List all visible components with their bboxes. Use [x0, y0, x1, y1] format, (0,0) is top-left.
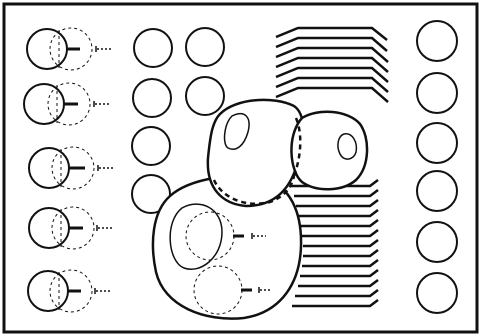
- stack-line: [300, 270, 378, 276]
- stack-line: [298, 280, 378, 286]
- column-circle: [417, 73, 457, 113]
- grid-circle: [132, 127, 170, 165]
- circle-unit-4: [29, 207, 113, 249]
- stack-line: [276, 88, 388, 102]
- column-circle: [417, 123, 457, 163]
- circle-unit-icon: [29, 208, 69, 248]
- stack-line: [300, 220, 378, 226]
- stack-line: [302, 260, 378, 266]
- circle-unit-5: [28, 270, 111, 312]
- column-circle: [417, 171, 457, 211]
- right-column-circles: [417, 21, 457, 313]
- grid-circle: [133, 79, 171, 117]
- bottom-line-stack: [290, 180, 378, 306]
- grid-circle: [186, 77, 224, 115]
- circle-unit-icon: [24, 84, 64, 124]
- stack-line: [295, 290, 378, 296]
- left-column-units: [24, 28, 113, 312]
- circle-unit-icon: [27, 29, 67, 69]
- stack-line: [303, 250, 378, 256]
- circle-unit-icon: [28, 271, 68, 311]
- top-line-stack: [276, 28, 388, 102]
- stack-line: [294, 190, 378, 196]
- stack-line: [302, 230, 378, 236]
- column-circle: [417, 273, 457, 313]
- circle-unit-icon: [29, 148, 69, 188]
- circle-unit-1: [27, 28, 111, 70]
- grid-circle: [186, 28, 224, 66]
- circle-unit-3: [29, 147, 113, 189]
- stack-line: [298, 210, 378, 216]
- column-circle: [417, 222, 457, 262]
- grid-circle: [134, 29, 172, 67]
- stack-line: [303, 240, 378, 246]
- stack-line: [296, 200, 378, 206]
- column-circle: [417, 21, 457, 61]
- stack-line: [292, 300, 378, 306]
- circle-unit-2: [24, 83, 111, 125]
